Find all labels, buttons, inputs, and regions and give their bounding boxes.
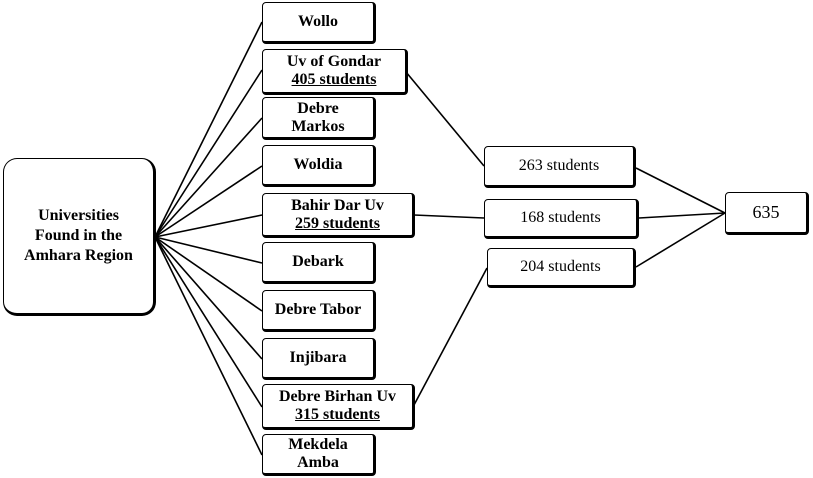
line-root-debre-birhan bbox=[154, 236, 263, 408]
line-sample2-total bbox=[638, 212, 726, 219]
root-label-line-3: Amhara Region bbox=[24, 247, 133, 264]
line-gondar-sample bbox=[405, 71, 485, 167]
line-sample1-total bbox=[635, 167, 726, 214]
root-label-line-2: Found in the bbox=[34, 227, 123, 244]
university-box-wollo: Wollo bbox=[262, 2, 376, 44]
university-students: 259 students bbox=[295, 214, 380, 232]
university-name: Debre Tabor bbox=[274, 301, 362, 318]
total-label: 635 bbox=[752, 202, 780, 222]
line-bahirdar-sample bbox=[413, 214, 485, 219]
line-root-debre-markos bbox=[154, 117, 263, 238]
university-box-debre-birhan: Debre Birhan Uv 315 students bbox=[262, 384, 415, 430]
sample-label: 263 students bbox=[518, 157, 600, 174]
root-label-line-1: Universities bbox=[38, 207, 119, 224]
university-name: Injibara bbox=[289, 349, 347, 366]
line-root-debark bbox=[154, 236, 263, 264]
university-students: 315 students bbox=[295, 406, 380, 423]
university-name: Debre Birhan Uv bbox=[278, 388, 397, 405]
university-box-debark: Debark bbox=[262, 242, 376, 284]
university-name: Woldia bbox=[293, 156, 343, 173]
university-box-mekdela-amba: Mekdela Amba bbox=[262, 434, 376, 476]
total-box: 635 bbox=[725, 192, 809, 235]
university-box-bahir-dar: Bahir Dar Uv 259 students bbox=[262, 193, 415, 238]
line-root-injibara bbox=[154, 236, 263, 360]
university-name-line-2: Markos bbox=[291, 117, 345, 135]
university-box-debre-markos: Debre Markos bbox=[262, 97, 376, 140]
root-box-amhara-universities: Universities Found in the Amhara Region bbox=[3, 158, 156, 316]
university-name: Uv of Gondar bbox=[286, 53, 382, 70]
university-name-line-2: Amba bbox=[297, 454, 339, 471]
university-name: Debark bbox=[292, 253, 344, 270]
line-root-bahir-dar bbox=[154, 214, 263, 238]
university-name: Wollo bbox=[297, 13, 338, 30]
sample-label: 168 students bbox=[520, 209, 601, 226]
line-root-debre-tabor bbox=[154, 236, 263, 312]
sample-box-3: 204 students bbox=[487, 248, 636, 288]
line-root-gondar bbox=[154, 69, 263, 238]
university-box-woldia: Woldia bbox=[262, 145, 376, 187]
sample-box-2: 168 students bbox=[484, 199, 639, 239]
line-sample3-total bbox=[635, 212, 726, 268]
line-debrebirhan-sample bbox=[413, 267, 488, 406]
sample-box-1: 263 students bbox=[484, 146, 636, 188]
university-name-line-1: Debre bbox=[297, 99, 339, 117]
line-root-mekdela bbox=[154, 236, 263, 456]
university-box-injibara: Injibara bbox=[262, 338, 376, 380]
line-root-woldia bbox=[154, 165, 263, 238]
university-name-line-1: Mekdela bbox=[288, 436, 348, 453]
university-box-gondar: Uv of Gondar 405 students bbox=[262, 49, 408, 95]
university-box-debre-tabor: Debre Tabor bbox=[262, 290, 376, 332]
line-root-wollo bbox=[154, 21, 263, 238]
university-name: Bahir Dar Uv bbox=[291, 196, 384, 214]
sample-label: 204 students bbox=[520, 258, 601, 275]
university-students: 405 students bbox=[291, 71, 377, 88]
